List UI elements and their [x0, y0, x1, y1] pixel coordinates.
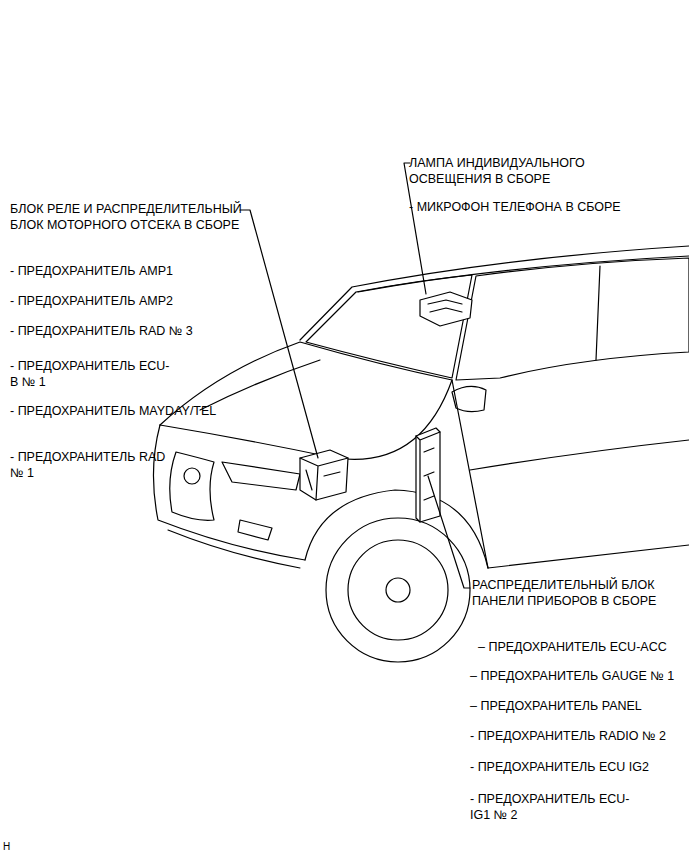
- fuse-label: – ПРЕДОХРАНИТЕЛЬ ECU-ACC: [478, 639, 667, 655]
- fender: [305, 490, 488, 568]
- engine-room-relay-block: [300, 450, 348, 500]
- component-label: БЛОК РЕЛЕ И РАСПРЕДЕЛИТЕЛЬНЫЙ БЛОК МОТОР…: [10, 201, 248, 233]
- fuse-label: - ПРЕДОХРАНИТЕЛЬ ECU IG2: [470, 759, 649, 775]
- body-side: [452, 380, 488, 568]
- headlamp: [222, 462, 300, 490]
- engine-room-relay-block-detail: [300, 458, 348, 500]
- side-window: [456, 258, 689, 380]
- sub-label: - МИКРОФОН ТЕЛЕФОНА В СБОРЕ: [409, 199, 621, 215]
- front-fascia: [153, 425, 305, 560]
- b-pillar: [596, 266, 600, 360]
- fuse-label: - ПРЕДОХРАНИТЕЛЬ MAYDAY/TEL: [10, 403, 216, 419]
- lower-intake: [168, 530, 300, 568]
- leader-line: [240, 210, 318, 458]
- fuse-label: - ПРЕДОХРАНИТЕЛЬ ECU-IG1 № 2: [470, 791, 635, 823]
- door-mirror: [452, 386, 486, 411]
- emblem: [184, 468, 200, 484]
- fuse-label: - ПРЕДОХРАНИТЕЛЬ RAD № 3: [10, 323, 193, 339]
- hood-crease: [200, 360, 320, 410]
- roof-rail: [358, 256, 689, 292]
- fuse-label: - ПРЕДОХРАНИТЕЛЬ AMP2: [10, 293, 173, 309]
- fuse-label: - ПРЕДОХРАНИТЕЛЬ RAD № 1: [10, 449, 175, 481]
- side-character-line: [470, 440, 689, 470]
- wheel-rim: [348, 540, 448, 640]
- fuse-label: - ПРЕДОХРАНИТЕЛЬ RADIO № 2: [470, 728, 666, 744]
- fuse-label: – ПРЕДОХРАНИТЕЛЬ PANEL: [470, 698, 642, 714]
- door-line: [488, 545, 689, 568]
- component-label: РАСПРЕДЕЛИТЕЛЬНЫЙ БЛОК ПАНЕЛИ ПРИБОРОВ В…: [472, 577, 682, 609]
- fuse-label: – ПРЕДОХРАНИТЕЛЬ GAUGE № 1: [470, 668, 674, 684]
- component-label: ЛАМПА ИНДИВИДУАЛЬНОГО ОСВЕЩЕНИЯ В СБОРЕ: [409, 155, 634, 187]
- wheel-hub: [386, 578, 410, 602]
- spindle-grille: [170, 452, 214, 520]
- hood-front-edge: [160, 425, 335, 458]
- fog-lamp: [238, 520, 272, 540]
- leader-line: [428, 476, 470, 588]
- personal-light-detail: [428, 300, 462, 312]
- roof-line: [300, 246, 689, 340]
- fuse-label: - ПРЕДОХРАНИТЕЛЬ AMP1: [10, 263, 173, 279]
- instrument-panel-junction-block: [416, 428, 440, 522]
- figure-code: H: [3, 839, 10, 853]
- windshield: [306, 275, 472, 378]
- personal-light: [420, 292, 472, 326]
- fuse-label: - ПРЕДОХРАНИТЕЛЬ ECU-B № 1: [10, 358, 175, 390]
